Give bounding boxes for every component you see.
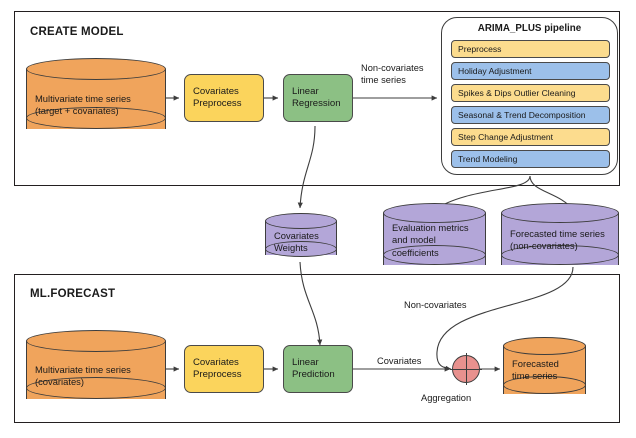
pipeline-stage-trend-modeling-label: Trend Modeling	[458, 154, 518, 164]
aggregation-node[interactable]	[450, 353, 482, 385]
box-ml-forecast-preprocess-label: Covariates Preprocess	[193, 356, 242, 381]
pipeline-stage-trend-modeling[interactable]: Trend Modeling	[451, 150, 610, 168]
edge-label-non-covariates: Non-covariates	[404, 300, 467, 310]
cylinder-forecasted-non-covariates-label: Forecasted time series (non-covariates)	[510, 228, 605, 252]
pipeline-stage-step-change-adjustment-label: Step Change Adjustment	[458, 132, 554, 142]
pipeline-stage-holiday-adjustment-label: Holiday Adjustment	[458, 66, 532, 76]
cylinder-covariates-weights-label: Covariates Weights	[274, 230, 319, 254]
box-ml-forecast-preprocess[interactable]: Covariates Preprocess	[184, 345, 264, 393]
pipeline-stage-spikes-dips-outlier-cleaning[interactable]: Spikes & Dips Outlier Cleaning	[451, 84, 610, 102]
pipeline-arima-plus-title: ARIMA_PLUS pipeline	[477, 23, 582, 34]
section-ml-forecast-title: ML.FORECAST	[30, 288, 116, 300]
pipeline-arima-plus: ARIMA_PLUS pipeline Preprocess Holiday A…	[441, 17, 618, 175]
cylinder-create-model-input-label: Multivariate time series (target + covar…	[35, 93, 131, 117]
cylinder-ml-forecast-output: Forecasted time series	[503, 337, 586, 403]
aggregation-label: Aggregation	[421, 393, 472, 403]
box-linear-regression-label: Linear Regression	[292, 85, 341, 110]
box-create-model-preprocess-label: Covariates Preprocess	[193, 85, 242, 110]
edge-label-non-covariates-time-series: Non-covariates time series	[361, 63, 424, 85]
pipeline-stage-seasonal-trend-decomposition-label: Seasonal & Trend Decomposition	[458, 110, 586, 120]
cylinder-ml-forecast-output-label: Forecasted time series	[512, 358, 559, 382]
pipeline-stage-preprocess-label: Preprocess	[458, 44, 502, 54]
pipeline-stage-preprocess[interactable]: Preprocess	[451, 40, 610, 58]
cylinder-forecasted-non-covariates: Forecasted time series (non-covariates)	[501, 203, 619, 275]
cylinder-ml-forecast-input: Multivariate time series (covariates)	[26, 330, 166, 410]
box-linear-prediction-label: Linear Prediction	[292, 356, 335, 381]
cylinder-create-model-input: Multivariate time series (target + covar…	[26, 58, 166, 140]
box-create-model-preprocess[interactable]: Covariates Preprocess	[184, 74, 264, 122]
cylinder-evaluation-metrics-label: Evaluation metrics and model coefficient…	[392, 222, 469, 258]
pipeline-stage-seasonal-trend-decomposition[interactable]: Seasonal & Trend Decomposition	[451, 106, 610, 124]
cylinder-evaluation-metrics: Evaluation metrics and model coefficient…	[383, 203, 486, 275]
pipeline-stage-holiday-adjustment[interactable]: Holiday Adjustment	[451, 62, 610, 80]
cylinder-covariates-weights: Covariates Weights	[265, 213, 337, 263]
box-linear-regression[interactable]: Linear Regression	[283, 74, 353, 122]
pipeline-stage-step-change-adjustment[interactable]: Step Change Adjustment	[451, 128, 610, 146]
box-linear-prediction[interactable]: Linear Prediction	[283, 345, 353, 393]
cylinder-ml-forecast-input-label: Multivariate time series (covariates)	[35, 364, 131, 388]
pipeline-stage-spikes-dips-outlier-cleaning-label: Spikes & Dips Outlier Cleaning	[458, 88, 576, 98]
section-create-model-title: CREATE MODEL	[30, 26, 124, 38]
edge-label-covariates: Covariates	[377, 356, 422, 366]
